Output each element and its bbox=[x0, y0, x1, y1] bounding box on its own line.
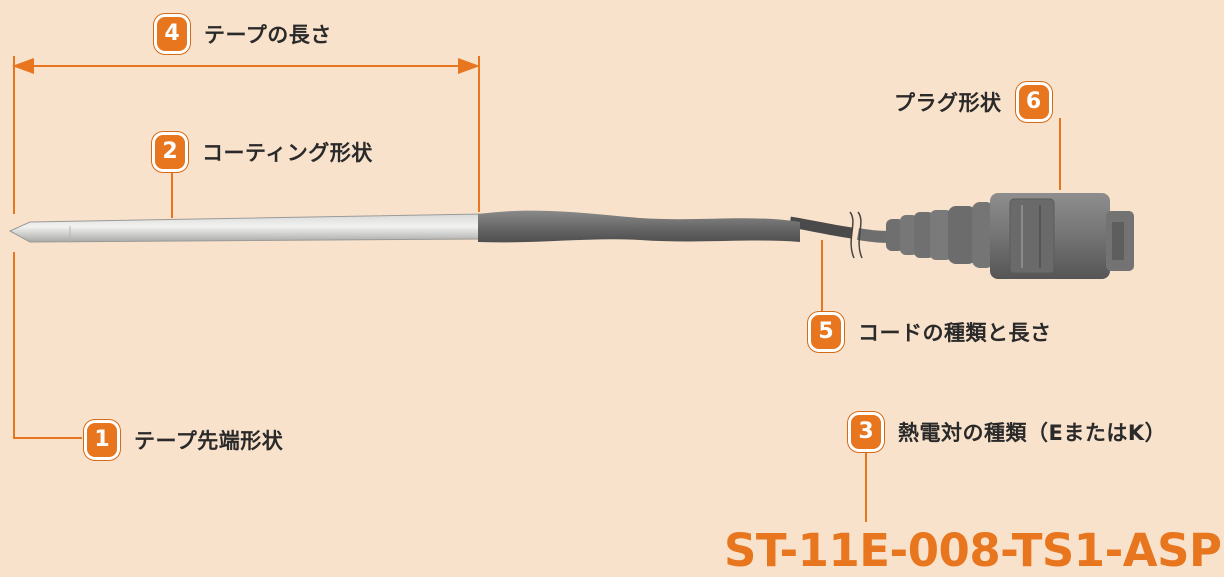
callout-label: コードの種類と長さ bbox=[858, 321, 1052, 345]
model-code: ST-11E-008-TS1-ASP bbox=[724, 524, 1222, 577]
callout-number-badge: 6 bbox=[1015, 82, 1052, 122]
callout-cord-type-length: 5 コードの種類と長さ bbox=[808, 312, 1052, 352]
callout-label: テープ先端形状 bbox=[134, 429, 284, 453]
probe-sleeve bbox=[478, 210, 800, 243]
callout-number-badge: 2 bbox=[152, 132, 188, 172]
callout-tape-length: 4 テープの長さ bbox=[154, 14, 332, 54]
callout-tape-tip-shape: 1 テープ先端形状 bbox=[84, 420, 283, 460]
callout-number-badge: 4 bbox=[154, 14, 190, 54]
plug-strain-relief bbox=[886, 202, 994, 268]
length-arrow-right bbox=[458, 58, 480, 74]
callout-label: 熱電対の種類（EまたはK） bbox=[898, 421, 1167, 445]
callout-coating-shape: 2 コーティング形状 bbox=[152, 132, 373, 172]
callout-label: コーティング形状 bbox=[202, 141, 373, 165]
callout-label: プラグ形状 bbox=[894, 91, 1002, 115]
callout-thermocouple-type: 3 熱電対の種類（EまたはK） bbox=[848, 412, 1166, 452]
probe-shaft bbox=[8, 213, 485, 243]
callout-label: テープの長さ bbox=[204, 23, 332, 47]
callout-plug-shape: プラグ形状 6 bbox=[894, 82, 1052, 122]
callout-number-badge: 1 bbox=[84, 420, 120, 460]
plug-body bbox=[990, 193, 1134, 279]
length-arrow-left bbox=[12, 58, 34, 74]
callout-number-badge: 5 bbox=[808, 312, 844, 352]
cable-break-mark bbox=[849, 211, 863, 259]
callout-number-badge: 3 bbox=[848, 412, 884, 452]
leader-tip bbox=[13, 252, 82, 439]
